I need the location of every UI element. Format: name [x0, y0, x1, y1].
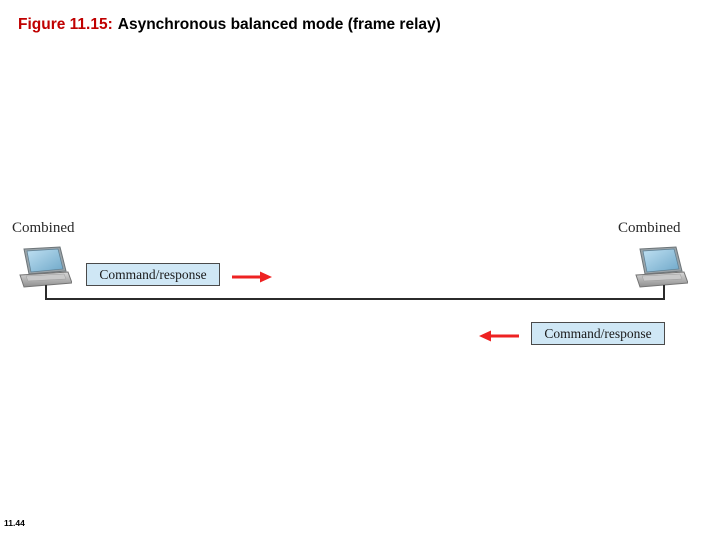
left-station-label: Combined: [12, 220, 75, 236]
arrow-right-icon: [232, 270, 272, 283]
page-title: Figure 11.15:Asynchronous balanced mode …: [18, 16, 441, 34]
frame-box-command-response-bottom: Command/response: [531, 322, 665, 345]
link-stub-right: [663, 285, 665, 299]
title-figure-label: Figure 11.15:: [18, 16, 113, 33]
title-text: Asynchronous balanced mode (frame relay): [117, 16, 441, 33]
frame-box-command-response-top: Command/response: [86, 263, 220, 286]
laptop-icon: [632, 245, 689, 291]
right-station-label: Combined: [618, 220, 681, 236]
link-stub-left: [45, 285, 47, 299]
link-line: [45, 298, 665, 300]
page-number: 11.44: [4, 518, 25, 528]
arrow-left-icon: [479, 329, 519, 342]
laptop-icon: [16, 245, 73, 291]
